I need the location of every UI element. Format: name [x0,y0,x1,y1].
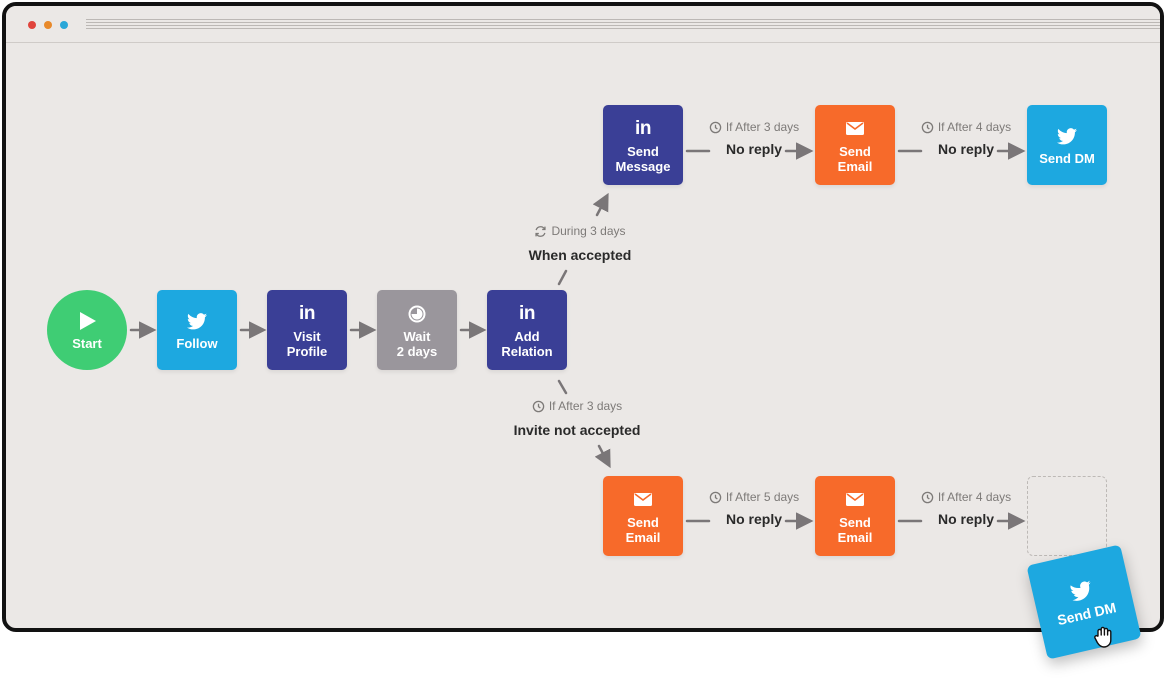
step-send-email-bottom-1[interactable]: Send Email [603,476,683,556]
step-label: Send DM [1039,151,1095,166]
link-condition: No reply [725,141,782,157]
step-label: Wait 2 days [396,328,438,359]
link-time: If After 4 days [937,120,1012,134]
top-link-2-condition[interactable]: If After 4 days No reply [892,120,1040,157]
branch-accepted-label: When accepted [528,247,632,263]
step-send-email-bottom-2[interactable]: Send Email [815,476,895,556]
start-node[interactable]: Start [47,290,127,370]
bottom-link-1-condition[interactable]: If After 5 days No reply [680,490,828,527]
twitter-icon [1057,127,1077,144]
clock-icon [921,491,934,503]
title-bar [6,6,1160,43]
step-send-message[interactable]: in Send Message [603,105,683,185]
envelope-icon [846,122,864,135]
step-label: Follow [176,336,218,351]
branch-rejected-condition[interactable]: If After 3 days Invite not accepted [507,399,647,438]
close-window-button[interactable] [28,21,36,29]
dragging-send-dm-card[interactable]: Send DM [1026,544,1142,660]
twitter-icon [1070,580,1091,601]
branch-rejected-label: Invite not accepted [513,422,641,438]
step-add-relation[interactable]: in Add Relation [487,290,567,370]
clock-icon [709,121,722,133]
step-label: Send Email [625,514,661,545]
linkedin-icon: in [635,117,651,139]
branch-rejected-time: If After 3 days [548,399,623,413]
envelope-icon [846,493,864,506]
twitter-icon [187,312,207,329]
step-label: Send Email [837,143,873,174]
step-visit-profile[interactable]: in Visit Profile [267,290,347,370]
link-time: If After 4 days [937,490,1012,504]
step-send-email-top[interactable]: Send Email [815,105,895,185]
arrow-branch-rejected-upper [557,379,568,395]
top-link-1-condition[interactable]: If After 3 days No reply [680,120,828,157]
step-follow[interactable]: Follow [157,290,237,370]
minimize-window-button[interactable] [44,21,52,29]
empty-drop-slot[interactable] [1027,476,1107,556]
linkedin-icon: in [519,302,535,324]
branch-accepted-condition[interactable]: During 3 days When accepted [510,224,650,263]
bottom-link-2-condition[interactable]: If After 4 days No reply [892,490,1040,527]
step-label: Visit Profile [286,328,328,359]
step-label: Send Email [837,514,873,545]
arrow-branch-rejected-lower [594,444,611,469]
branch-accepted-time: During 3 days [551,224,626,238]
step-label: Add Relation [501,328,553,359]
envelope-icon [634,493,652,506]
link-condition: No reply [937,141,994,157]
arrow-branch-accepted-upper [592,192,609,217]
link-condition: No reply [725,511,782,527]
maximize-window-button[interactable] [60,21,68,29]
start-label: Start [72,335,102,351]
step-label: Send Message [615,143,671,174]
play-icon [80,311,96,330]
sync-icon [535,225,547,237]
arrow-branch-accepted-lower [557,269,568,286]
timer-icon [408,305,426,322]
clock-icon [532,400,545,412]
link-condition: No reply [937,511,994,527]
linkedin-icon: in [299,302,315,324]
title-bar-grip[interactable] [86,19,1160,31]
step-send-dm[interactable]: Send DM [1027,105,1107,185]
link-time: If After 5 days [725,490,800,504]
clock-icon [709,491,722,503]
step-wait[interactable]: Wait 2 days [377,290,457,370]
clock-icon [921,121,934,133]
grab-cursor-icon [1094,626,1112,648]
link-time: If After 3 days [725,120,800,134]
